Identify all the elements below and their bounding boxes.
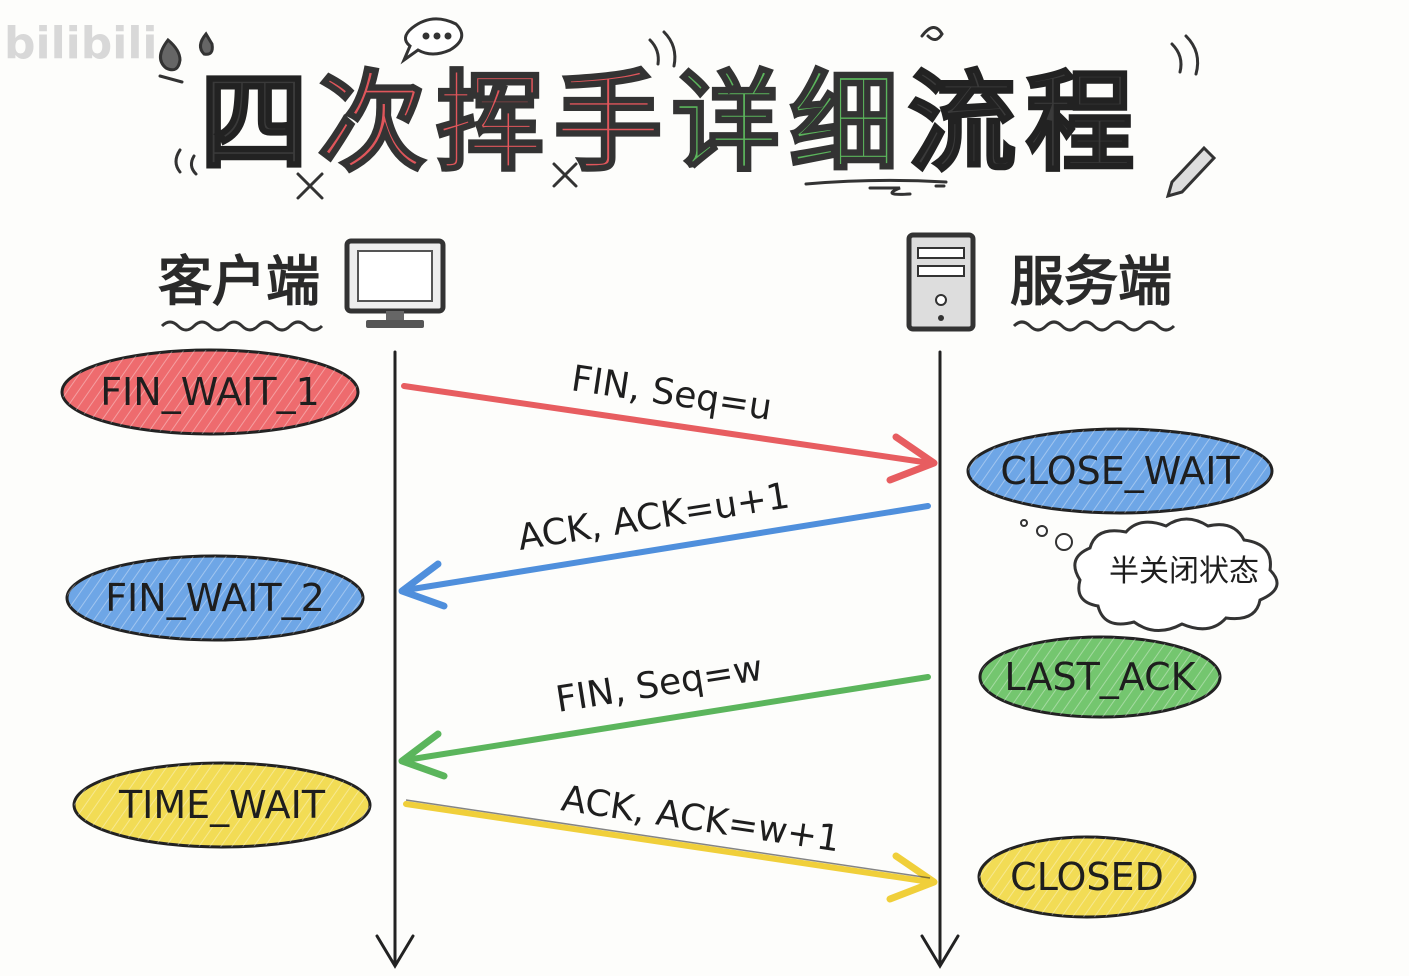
half-closed-note: 半关闭状态	[1109, 554, 1259, 589]
state-label: TIME_WAIT	[118, 783, 326, 827]
title-char: 挥	[436, 61, 544, 186]
client-lifeline	[375, 350, 415, 969]
arrow-head	[886, 852, 938, 903]
state-pill-texture	[979, 837, 1195, 917]
server-label-underline	[1012, 320, 1176, 332]
pencil-icon	[1165, 145, 1217, 199]
arrow-shaft	[403, 503, 931, 593]
client-label-underline	[160, 320, 324, 332]
state-pill-texture	[67, 556, 363, 640]
cross-mark-icon	[552, 162, 578, 188]
drop-icon	[199, 31, 214, 56]
arrow-shaft	[401, 383, 933, 466]
server-state-pill: CLOSED	[977, 835, 1197, 919]
arrow-shaft	[403, 674, 931, 763]
state-label: FIN_WAIT_2	[105, 576, 325, 620]
state-pill-texture	[980, 637, 1220, 717]
client-state-pill: FIN_WAIT_2	[65, 554, 365, 642]
server-tower-icon	[906, 232, 976, 332]
drop-icon	[159, 37, 182, 72]
client-state-pill: TIME_WAIT	[72, 761, 372, 849]
title-char: 流	[908, 61, 1016, 186]
message-arrow: FIN, Seq=w	[398, 648, 931, 780]
arrow-head	[886, 433, 938, 484]
title-doodles	[158, 17, 1217, 200]
arrow-shaft	[403, 801, 933, 885]
message-arrow: FIN, Seq=u	[401, 358, 938, 484]
cross-mark-icon	[296, 172, 324, 200]
title-char: 详	[672, 61, 780, 186]
speech-bubble-icon	[400, 17, 464, 65]
message-label: ACK, ACK=u+1	[515, 475, 792, 558]
page-title: 四 次 挥 手 详 细 流 程	[199, 60, 1136, 188]
state-pill-texture	[74, 763, 370, 847]
server-state-pill: CLOSE_WAIT	[966, 427, 1274, 515]
state-pill-texture	[968, 429, 1272, 513]
arrow-head	[398, 560, 448, 610]
message-arrow: ACK, ACK=w+1	[403, 778, 938, 903]
state-label: CLOSED	[1010, 855, 1164, 899]
client-label: 客户端	[158, 250, 320, 313]
watermark-logo: bilibili	[4, 18, 157, 69]
arrow-head	[398, 730, 448, 780]
state-label: CLOSE_WAIT	[1000, 449, 1240, 493]
server-state-pill: LAST_ACK	[978, 635, 1222, 719]
server-label: 服务端	[1010, 250, 1172, 313]
server-lifeline	[920, 350, 960, 969]
client-state-pill: FIN_WAIT_1	[60, 348, 360, 436]
title-char: 四	[200, 61, 308, 186]
state-label: LAST_ACK	[1004, 655, 1196, 699]
message-arrow: ACK, ACK=u+1	[398, 475, 931, 610]
title-char: 细	[790, 61, 898, 186]
monitor-icon	[344, 238, 446, 328]
title-char: 程	[1026, 61, 1134, 186]
message-label: FIN, Seq=u	[569, 358, 775, 428]
title-char: 手	[554, 61, 662, 186]
thought-cloud-icon	[1020, 517, 1279, 632]
title-char: 次	[318, 61, 426, 186]
state-pill-texture	[62, 350, 358, 434]
state-label: FIN_WAIT_1	[100, 370, 320, 414]
